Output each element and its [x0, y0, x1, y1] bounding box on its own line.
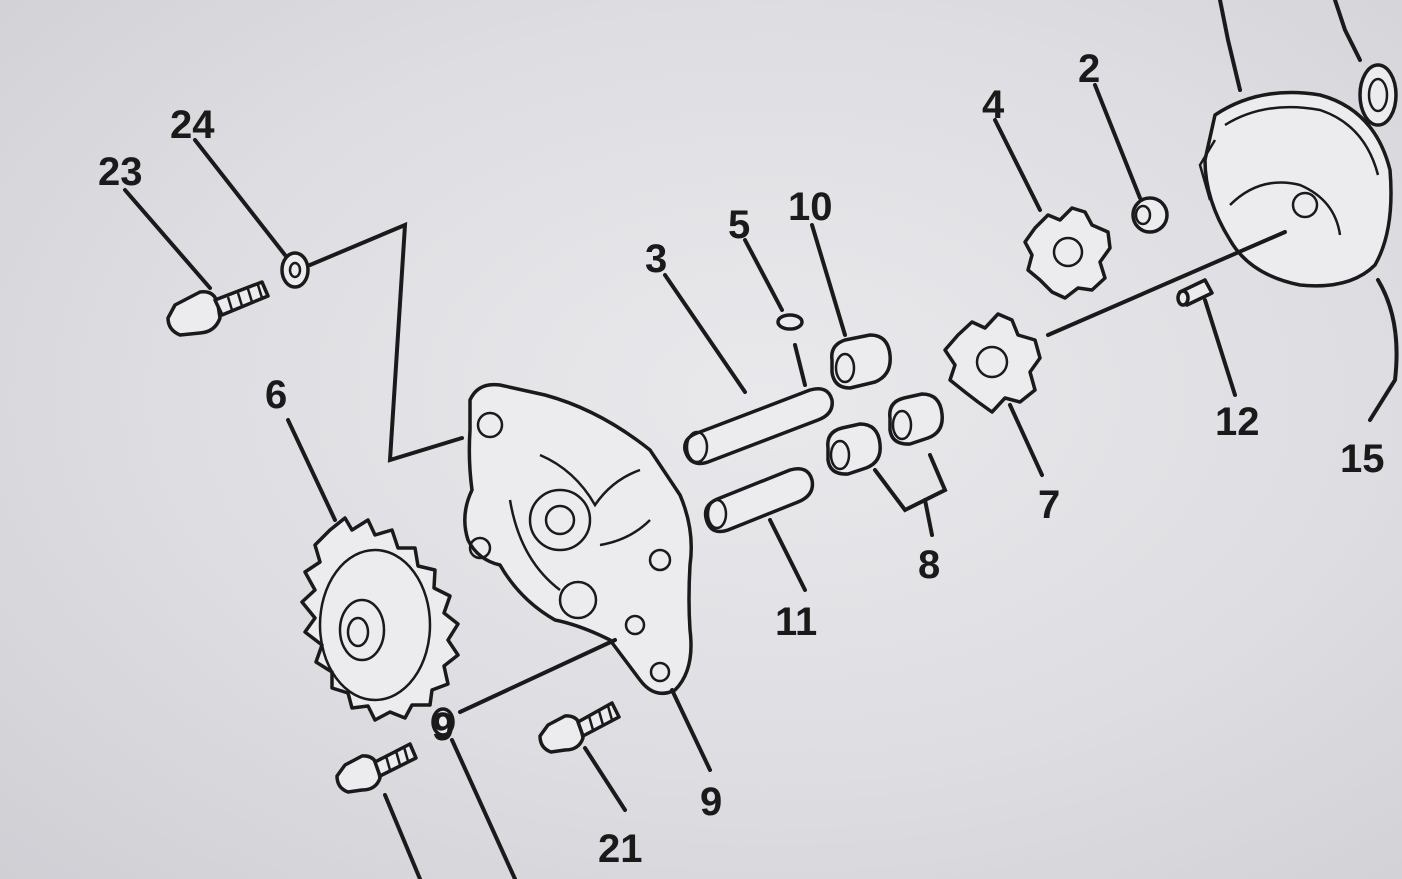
leader-5 [743, 238, 784, 312]
leader-8 [923, 498, 934, 537]
callout-3: 3 [645, 237, 667, 281]
leader-cover-lower [458, 638, 617, 714]
callout-23: 23 [98, 150, 143, 194]
leader-12 [1203, 298, 1237, 397]
washer-24 [280, 251, 310, 289]
callout-4: 4 [982, 83, 1005, 127]
idler-shaft-11 [703, 467, 815, 534]
outer-rotor-4 [1023, 206, 1112, 300]
washer-9-lower [431, 707, 455, 737]
leader-3 [663, 273, 747, 394]
leader-8-bracket [873, 453, 948, 513]
leader-11 [768, 518, 807, 592]
callout-2: 2 [1078, 47, 1100, 91]
bolt-lower-left [335, 742, 418, 794]
leader-7 [1008, 403, 1044, 477]
callout-6: 6 [265, 373, 287, 417]
leader-21 [583, 746, 627, 812]
key-slot-line [793, 343, 807, 387]
callout-11: 11 [775, 600, 817, 644]
callout-21: 21 [598, 827, 643, 871]
leader-cover-bracket [308, 221, 464, 463]
leader-6 [286, 418, 337, 522]
bushing-2 [1131, 196, 1169, 234]
inner-rotor-7 [943, 312, 1042, 414]
drive-shaft-3 [683, 387, 834, 466]
leader-10 [810, 223, 847, 337]
bolt-21 [538, 701, 621, 754]
leader-15 [1368, 278, 1399, 422]
callout-15: 15 [1340, 437, 1385, 481]
pump-housing [1198, 0, 1393, 288]
callout-9-lower: 9 [432, 705, 454, 749]
leader-bolt-lower-left [383, 793, 422, 879]
pump-cover-9 [463, 382, 693, 696]
leader-2 [1093, 83, 1142, 200]
bolt-23 [166, 280, 270, 337]
callout-8: 8 [918, 543, 940, 587]
callout-9: 9 [700, 780, 722, 824]
pin-12 [1176, 278, 1214, 307]
callout-10: 10 [788, 185, 833, 229]
callout-7: 7 [1038, 483, 1060, 527]
leader-washer-lower [450, 738, 517, 879]
callout-12: 12 [1215, 400, 1260, 444]
housing-seal-ring [1358, 63, 1398, 127]
leader-9 [670, 688, 712, 772]
bushing-10 [830, 333, 892, 390]
key-5 [776, 313, 804, 331]
leader-24 [193, 138, 287, 257]
assembly-centerline [1046, 230, 1287, 337]
leader-23 [123, 188, 212, 290]
leader-4 [993, 118, 1042, 212]
callout-24: 24 [170, 103, 215, 147]
bushing-pair-8 [826, 392, 944, 476]
sprocket-6 [300, 516, 460, 722]
callout-5: 5 [728, 203, 750, 247]
